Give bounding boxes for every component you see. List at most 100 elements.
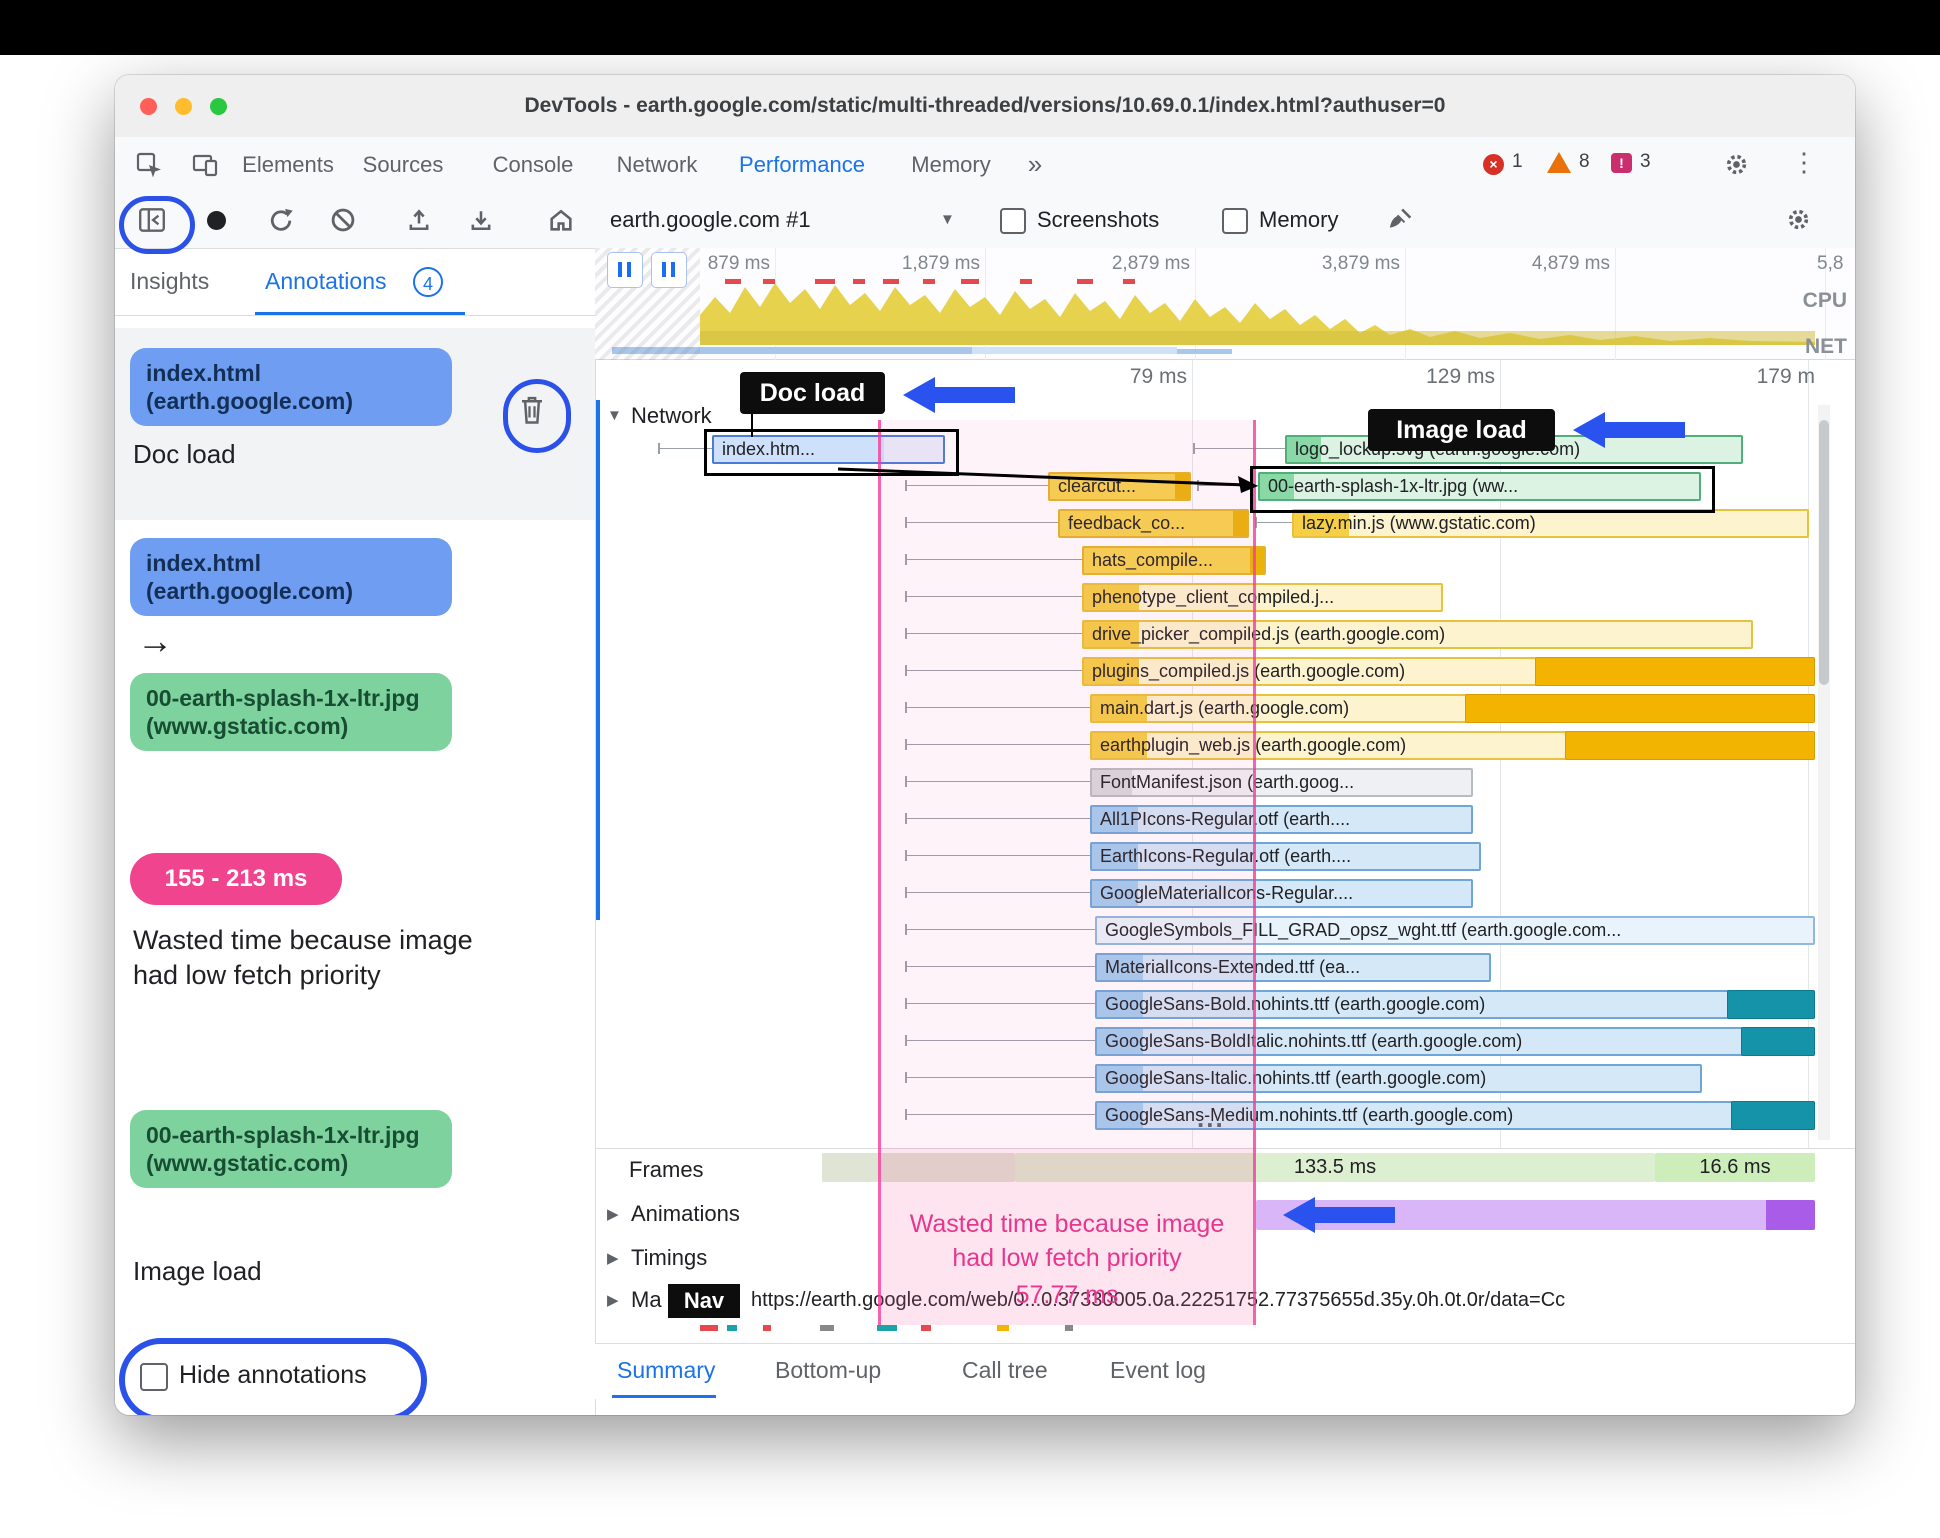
request-whisker-tick xyxy=(905,813,907,824)
request-whisker-tick xyxy=(905,628,907,639)
tab-console[interactable]: Console xyxy=(492,152,574,177)
network-request-bar[interactable]: lazy.min.js (www.gstatic.com) xyxy=(1292,509,1809,538)
minimize-button[interactable] xyxy=(175,98,192,115)
frame-duration-bar[interactable] xyxy=(822,1153,1015,1182)
tab-network[interactable]: Network xyxy=(616,152,698,177)
tab-summary[interactable]: Summary xyxy=(617,1357,716,1383)
sidebar-tab-insights[interactable]: Insights xyxy=(130,268,210,294)
close-button[interactable] xyxy=(140,98,157,115)
animations-track-label[interactable]: Animations xyxy=(631,1201,740,1226)
timings-expand-icon[interactable]: ▶ xyxy=(607,1250,619,1267)
request-whisker xyxy=(905,707,1090,708)
capture-settings-gear-icon[interactable] xyxy=(1785,206,1812,233)
screenshots-checkbox[interactable] xyxy=(1000,208,1026,234)
frame-duration-bar[interactable]: 133.5 ms xyxy=(1015,1153,1655,1182)
annotation-chip-link-from[interactable]: index.html (earth.google.com) xyxy=(130,538,452,617)
trace-event-sliver xyxy=(1065,1325,1073,1331)
network-request-bar[interactable]: feedback_co... xyxy=(1058,509,1249,538)
network-request-bar[interactable]: MaterialIcons-Extended.ttf (ea... xyxy=(1095,953,1491,982)
annotation-chip-image[interactable]: 00-earth-splash-1x-ltr.jpg (www.gstatic.… xyxy=(130,1110,452,1189)
vertical-scrollbar-thumb[interactable] xyxy=(1819,420,1829,685)
annotation-chip-doc[interactable]: index.html (earth.google.com) xyxy=(130,348,452,427)
download-profile-icon[interactable] xyxy=(467,206,495,234)
network-request-bar[interactable]: GoogleMaterialIcons-Regular.... xyxy=(1090,879,1473,908)
more-tabs-icon[interactable]: » xyxy=(1027,149,1043,179)
frame-duration-bar[interactable]: 16.6 ms xyxy=(1655,1153,1815,1182)
request-whisker-tick xyxy=(905,998,907,1009)
annotation-chip-link-to[interactable]: 00-earth-splash-1x-ltr.jpg (www.gstatic.… xyxy=(130,673,452,752)
doc-load-annotation-label[interactable]: Doc load xyxy=(740,372,885,414)
tab-bottom-up[interactable]: Bottom-up xyxy=(775,1357,882,1383)
tab-call-tree[interactable]: Call tree xyxy=(962,1357,1048,1383)
zoom-button[interactable] xyxy=(210,98,227,115)
breadcrumb-back-button[interactable] xyxy=(607,252,643,288)
request-whisker xyxy=(905,1077,1095,1078)
sidebar-tab-annotations[interactable]: Annotations xyxy=(265,268,387,294)
network-collapse-icon[interactable]: ▼ xyxy=(607,407,622,424)
network-track-accent xyxy=(596,400,600,920)
network-request-bar[interactable]: hats_compile... xyxy=(1082,546,1266,575)
request-whisker xyxy=(905,855,1090,856)
home-icon[interactable] xyxy=(547,206,575,234)
main-track-label[interactable]: Ma xyxy=(631,1287,662,1312)
breadcrumb-forward-button[interactable] xyxy=(651,252,687,288)
network-request-bar[interactable]: FontManifest.json (earth.goog... xyxy=(1090,768,1473,797)
net-activity-bar xyxy=(1177,349,1232,354)
clear-icon[interactable] xyxy=(329,206,357,234)
frames-track-label[interactable]: Frames xyxy=(629,1157,704,1182)
request-whisker xyxy=(658,448,712,449)
request-whisker xyxy=(1193,448,1285,449)
error-icon[interactable]: × xyxy=(1483,154,1504,175)
network-request-bar[interactable]: EarthIcons-Regular.otf (earth.... xyxy=(1090,842,1481,871)
network-request-bar[interactable]: phenotype_client_compiled.j... xyxy=(1082,583,1443,612)
long-task-tick xyxy=(1077,279,1093,284)
annotation-chip-time-range[interactable]: 155 - 213 ms xyxy=(130,853,342,905)
tab-sources[interactable]: Sources xyxy=(362,152,444,177)
network-track-label[interactable]: Network xyxy=(631,403,712,428)
net-activity-bar xyxy=(972,347,1177,354)
request-whisker xyxy=(905,670,1082,671)
network-rows-layer: index.htm...logo_lockup.svg (earth.googl… xyxy=(115,75,1855,1415)
nav-marker-badge[interactable]: Nav xyxy=(668,1284,740,1318)
network-overflow-ellipsis[interactable]: ... xyxy=(1197,1103,1225,1133)
record-icon[interactable] xyxy=(207,211,226,230)
device-toolbar-icon[interactable] xyxy=(191,151,219,179)
request-whisker-tick xyxy=(1193,443,1195,454)
upload-profile-icon[interactable] xyxy=(405,206,433,234)
bottom-tabbar xyxy=(595,1343,1855,1399)
trace-event-sliver xyxy=(877,1325,897,1331)
ruler-label: 2,879 ms xyxy=(1111,253,1190,274)
annotation-caption-wasted-time: Wasted time because image had low fetch … xyxy=(133,925,473,991)
kebab-menu-icon[interactable]: ⋮ xyxy=(1791,147,1817,177)
nav-url-text: https://earth.google.com/web/0...0.37330… xyxy=(751,1289,1566,1311)
memory-checkbox[interactable] xyxy=(1222,208,1248,234)
network-request-bar[interactable]: index.htm... xyxy=(712,435,945,464)
tab-event-log[interactable]: Event log xyxy=(1110,1357,1206,1383)
network-request-bar[interactable]: GoogleSans-Bold.nohints.ttf (earth.googl… xyxy=(1095,990,1815,1019)
settings-gear-icon[interactable] xyxy=(1723,151,1750,178)
network-request-bar[interactable]: GoogleSans-BoldItalic.nohints.ttf (earth… xyxy=(1095,1027,1815,1056)
reload-record-icon[interactable] xyxy=(267,206,295,234)
network-request-bar[interactable]: 00-earth-splash-1x-ltr.jpg (ww... xyxy=(1258,472,1701,501)
tab-memory[interactable]: Memory xyxy=(911,152,991,177)
animations-expand-icon[interactable]: ▶ xyxy=(607,1206,619,1223)
network-request-bar[interactable]: All1PIcons-Regular.otf (earth.... xyxy=(1090,805,1473,834)
request-whisker-tick xyxy=(905,591,907,602)
animation-bar[interactable] xyxy=(1256,1200,1815,1230)
target-selector[interactable]: earth.google.com #1 ▼ xyxy=(610,192,980,248)
request-whisker-tick xyxy=(905,702,907,713)
network-request-bar[interactable]: GoogleSans-Medium.nohints.ttf (earth.goo… xyxy=(1095,1101,1815,1130)
titlebar: DevTools - earth.google.com/static/multi… xyxy=(115,75,1855,138)
annotation-ring-sidebar-toggle xyxy=(119,196,195,254)
inspect-element-icon[interactable] xyxy=(135,151,163,179)
network-request-bar[interactable]: GoogleSymbols_FILL_GRAD_opsz_wght.ttf (e… xyxy=(1095,916,1815,945)
timings-track-label[interactable]: Timings xyxy=(631,1245,708,1270)
tab-elements[interactable]: Elements xyxy=(242,152,334,177)
network-request-bar[interactable]: GoogleSans-Italic.nohints.ttf (earth.goo… xyxy=(1095,1064,1702,1093)
garbage-collect-icon[interactable] xyxy=(1387,206,1415,234)
long-task-tick xyxy=(725,279,741,284)
main-track-expand-icon[interactable]: ▶ xyxy=(607,1292,619,1309)
image-load-annotation-label[interactable]: Image load xyxy=(1368,409,1555,451)
network-request-bar[interactable]: drive_picker_compiled.js (earth.google.c… xyxy=(1082,620,1753,649)
issues-icon[interactable]: ! xyxy=(1611,153,1632,173)
